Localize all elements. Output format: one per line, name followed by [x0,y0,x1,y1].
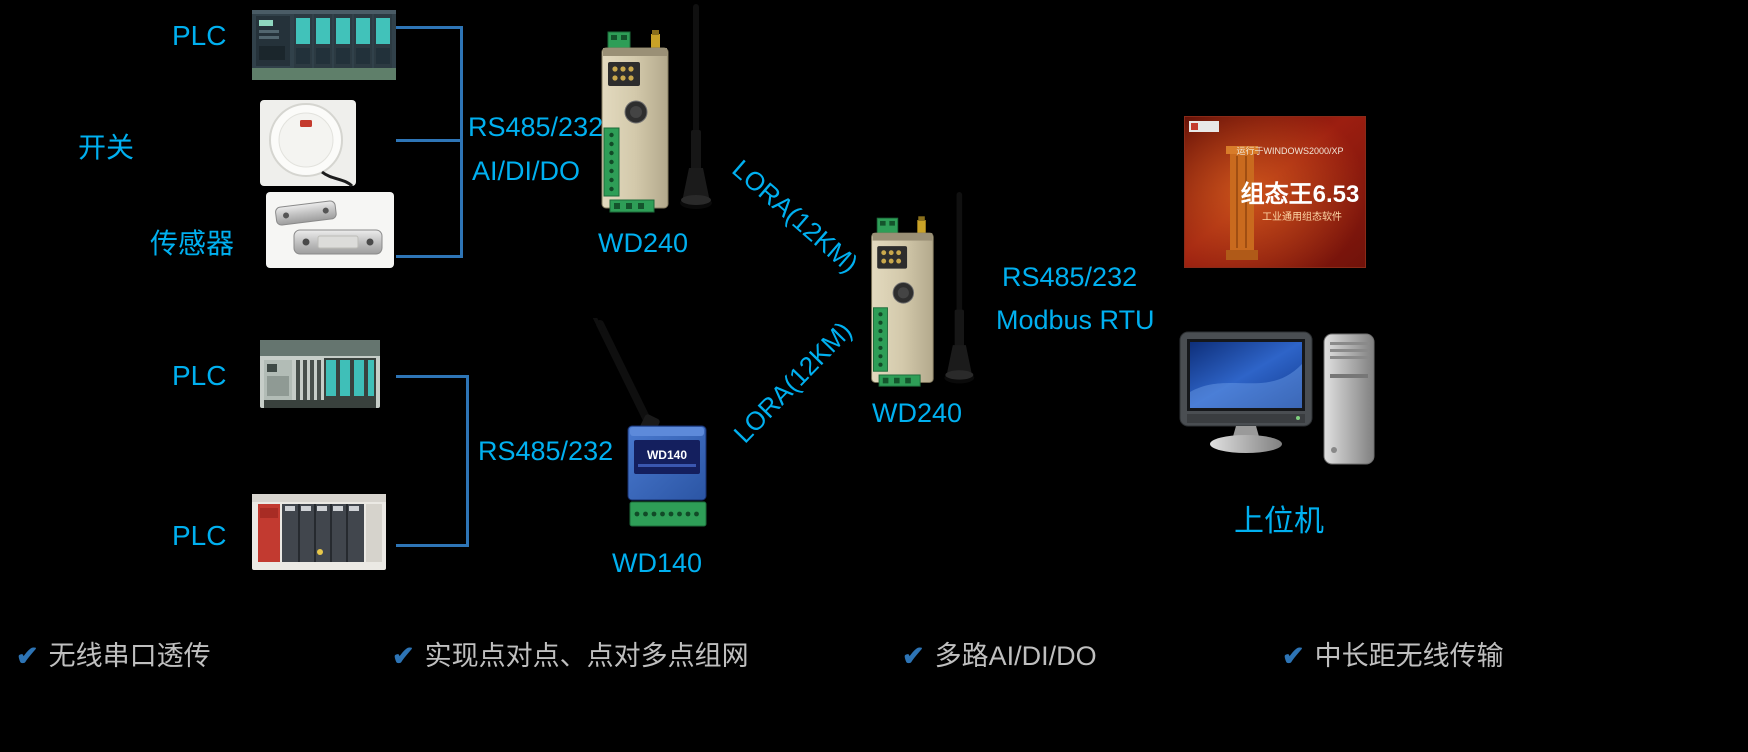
label-switch: 开关 [78,132,135,163]
software-title: 组态王6.53 [1241,180,1360,208]
bus-top-rs485: RS485/232 [468,112,604,142]
lora-link-bottom-text: LORA(12KM) [727,315,858,449]
wd240-top-label: WD240 [598,228,689,258]
round-switch-icon [260,100,356,188]
sensor-image [266,192,394,273]
software-top-note: 运行于WINDOWS2000/XP [1236,145,1343,156]
lora-link-top-text: LORA(12KM) [726,153,865,279]
plc-mid-icon [260,340,380,408]
feature-item: ✔ 中长距无线传输 [1282,634,1504,673]
door-sensor-icon [266,192,394,268]
label-plc-bottom: PLC [172,520,227,551]
label-sensor: 传感器 [150,228,235,259]
checkmark-icon: ✔ [392,641,415,671]
wd240-right-label: WD240 [872,398,963,428]
feature-text: 多路AI/DI/DO [934,641,1097,671]
connector-switch [396,139,462,142]
feature-item: ✔ 无线串口透传 [16,634,211,673]
bus-bottom-rs485: RS485/232 [478,436,614,466]
host-computer-icon [1179,331,1375,465]
bus-top-aididio: AI/DI/DO [472,156,581,186]
wd140-icon: WD140 [593,316,707,527]
bus-right-rs485: RS485/232 [1002,262,1138,292]
label-plc-mid: PLC [172,360,227,391]
feature-text: 中长距无线传输 [1314,641,1504,671]
switch-image [260,100,356,195]
checkmark-icon: ✔ [16,641,39,671]
plc-bottom-icon [252,494,386,570]
connector-bottom-vertical [466,375,469,547]
wd140-front-text: WD140 [647,448,687,462]
checkmark-icon: ✔ [1282,641,1305,671]
software-subtitle: 工业通用组态软件 [1262,210,1342,223]
wd140-image: WD140 [592,316,717,543]
connector-plc-mid [396,375,468,378]
host-label: 上位机 [1234,505,1324,538]
connector-sensor [396,255,462,258]
connector-top-vertical [460,26,463,258]
plc-mid-image [258,334,382,423]
wd240-top-icon [601,4,712,213]
host-computer-image [1178,330,1380,477]
feature-text: 无线串口透传 [48,641,211,671]
bus-right-modbus: Modbus RTU [996,305,1155,335]
plc-siemens-icon [252,10,396,80]
connector-plc-top [396,26,462,29]
wd240-top-image [596,4,716,235]
wd240-right-icon [871,192,975,387]
checkmark-icon: ✔ [902,641,925,671]
scada-software-image: 运行于WINDOWS2000/XP 组态王6.53 工业通用组态软件 [1184,116,1366,273]
plc-bottom-image [250,488,388,581]
connector-plc-bottom [396,544,468,547]
feature-item: ✔ 多路AI/DI/DO [902,634,1097,673]
wd240-right-image [866,192,978,408]
label-plc-top: PLC [172,20,227,51]
feature-item: ✔ 实现点对点、点对多点组网 [392,634,749,673]
wd140-label: WD140 [612,548,703,578]
scada-software-icon: 运行于WINDOWS2000/XP 组态王6.53 工业通用组态软件 [1184,116,1366,268]
feature-text: 实现点对点、点对多点组网 [424,641,749,671]
plc-siemens-image [250,6,398,91]
